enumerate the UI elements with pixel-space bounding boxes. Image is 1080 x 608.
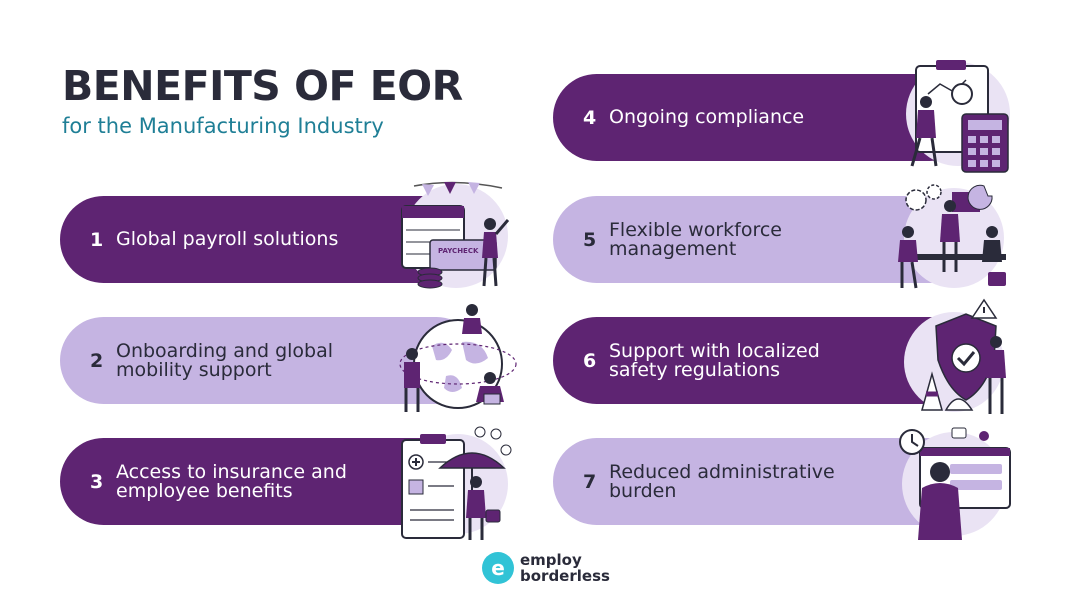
benefit-text-line: Reduced administrative [609, 460, 835, 483]
logo-line: borderless [520, 567, 610, 585]
benefit-text-line: burden [609, 479, 677, 502]
benefit-text-line: Support with localized [609, 339, 820, 362]
benefit-text-line: management [609, 237, 737, 260]
heading-block: BENEFITS OF EOR for the Manufacturing In… [62, 66, 463, 138]
logo-mark-icon: e [482, 552, 514, 584]
benefit-text: Onboarding and global mobility support [116, 339, 334, 381]
benefit-number: 1 [90, 228, 104, 251]
benefit-text: Ongoing compliance [609, 108, 804, 127]
benefit-card-6: 6 Support with localized safety regulati… [553, 317, 973, 404]
benefit-card-7: 7 Reduced administrative burden [553, 438, 973, 525]
brand-logo: e employ borderless [482, 552, 610, 584]
benefit-number: 7 [583, 470, 597, 493]
compliance-illustration [906, 60, 1010, 173]
benefit-text-line: Ongoing compliance [609, 106, 805, 128]
safety-illustration [904, 298, 1006, 414]
benefit-text: Global payroll solutions [116, 230, 338, 249]
paycheck-label: PAYCHECK [438, 247, 479, 255]
logo-wordmark: employ borderless [520, 552, 610, 584]
payroll-illustration: PAYCHECK [401, 181, 510, 289]
page-subtitle: for the Manufacturing Industry [62, 114, 384, 138]
benefit-number: 5 [583, 228, 597, 251]
benefit-text: Flexible workforce management [609, 218, 782, 260]
benefit-text-line: Global payroll solutions [116, 228, 339, 250]
benefit-text-line: safety regulations [609, 358, 781, 381]
benefit-text: Support with localized safety regulation… [609, 339, 820, 381]
admin-illustration [899, 427, 1011, 540]
logo-line: employ [520, 551, 582, 569]
benefit-text-line: Flexible workforce [609, 218, 782, 241]
insurance-illustration [401, 426, 512, 540]
benefit-text-line: Access to insurance and [116, 460, 347, 483]
benefit-text: Access to insurance and employee benefit… [116, 460, 347, 502]
benefit-card-2: 2 Onboarding and global mobility support [60, 317, 480, 404]
benefit-number: 3 [90, 470, 104, 493]
page-title: BENEFITS OF EOR [62, 62, 463, 110]
global-mobility-illustration [399, 304, 517, 412]
benefit-text: Reduced administrative burden [609, 460, 835, 502]
benefit-text-line: mobility support [116, 358, 272, 381]
benefit-text-line: employee benefits [116, 479, 293, 502]
benefit-text-line: Onboarding and global [116, 339, 334, 362]
benefit-card-4: 4 Ongoing compliance [553, 74, 973, 161]
benefit-number: 6 [583, 349, 597, 372]
workforce-illustration [898, 184, 1006, 289]
benefit-number: 4 [583, 106, 597, 129]
benefit-number: 2 [90, 349, 104, 372]
